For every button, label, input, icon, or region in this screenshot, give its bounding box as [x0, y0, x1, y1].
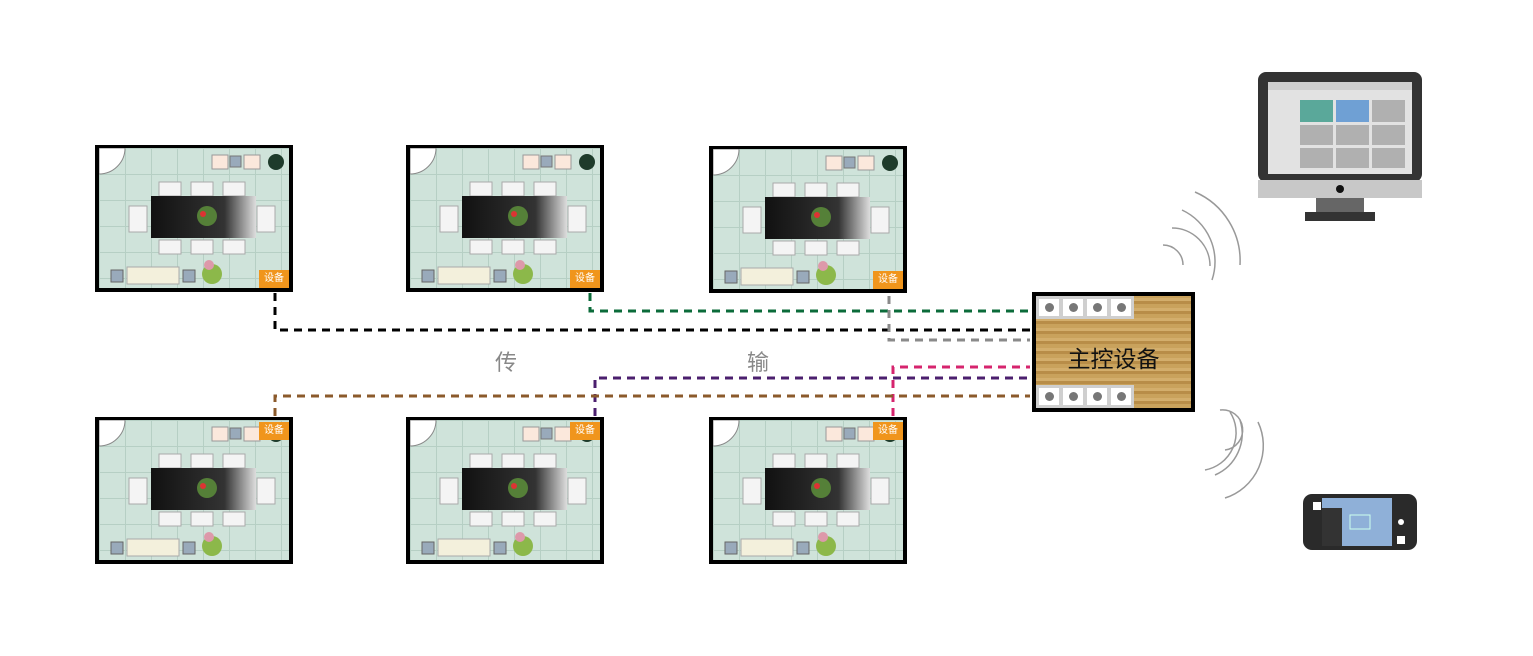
smartphone-icon — [1303, 494, 1417, 550]
camera-icon — [1063, 388, 1083, 405]
meeting-room-6[interactable]: 设备 — [709, 417, 907, 564]
meeting-room-4[interactable]: 设备 — [95, 417, 293, 564]
room-floorplan — [99, 148, 284, 285]
main-device-label: 主控设备 — [1067, 347, 1160, 373]
room-device-badge[interactable]: 设备 — [259, 422, 289, 440]
room-floorplan — [99, 420, 284, 557]
line-room3 — [887, 296, 1030, 342]
door-icon — [99, 420, 126, 447]
door-icon — [410, 148, 437, 175]
sofa — [437, 266, 491, 285]
room-device-badge[interactable]: 设备 — [873, 422, 903, 440]
transmission-label-1: 传 — [495, 351, 518, 376]
room-floorplan — [410, 148, 595, 285]
door-icon — [713, 149, 740, 176]
camera-row-bottom — [1036, 385, 1134, 408]
camera-icon — [1063, 299, 1083, 316]
wireless-signal-icon — [1162, 191, 1265, 499]
sofa — [740, 538, 794, 557]
sofa — [126, 538, 180, 557]
camera-icon — [1039, 299, 1059, 316]
room-floorplan — [713, 420, 898, 557]
line-room4 — [273, 394, 1030, 416]
main-control-device[interactable]: 主控设备 — [1032, 292, 1195, 412]
room-device-badge[interactable]: 设备 — [570, 270, 600, 288]
camera-icon — [1111, 299, 1131, 316]
meeting-room-2[interactable]: 设备 — [406, 145, 604, 292]
computer-monitor-icon — [1258, 72, 1422, 221]
room-floorplan — [713, 149, 898, 286]
plant-icon — [882, 155, 898, 171]
sofa — [437, 538, 491, 557]
camera-icon — [1087, 388, 1107, 405]
door-icon — [713, 420, 740, 447]
room-device-badge[interactable]: 设备 — [259, 270, 289, 288]
plant-icon — [579, 154, 595, 170]
meeting-room-5[interactable]: 设备 — [406, 417, 604, 564]
camera-icon — [1087, 299, 1107, 316]
door-icon — [99, 148, 126, 175]
line-room5 — [593, 376, 1030, 416]
sofa — [740, 267, 794, 286]
sofa — [126, 266, 180, 285]
camera-row-top — [1036, 296, 1134, 319]
line-room6 — [891, 365, 1030, 416]
camera-icon — [1039, 388, 1059, 405]
line-room1 — [273, 293, 1030, 332]
meeting-room-3[interactable]: 设备 — [709, 146, 907, 293]
room-device-badge[interactable]: 设备 — [570, 422, 600, 440]
plant-icon — [268, 154, 284, 170]
camera-icon — [1111, 388, 1131, 405]
room-floorplan — [410, 420, 595, 557]
door-icon — [410, 420, 437, 447]
transmission-label-2: 输 — [747, 351, 770, 376]
meeting-room-1[interactable]: 设备 — [95, 145, 293, 292]
room-device-badge[interactable]: 设备 — [873, 271, 903, 289]
line-room2 — [588, 293, 1030, 313]
